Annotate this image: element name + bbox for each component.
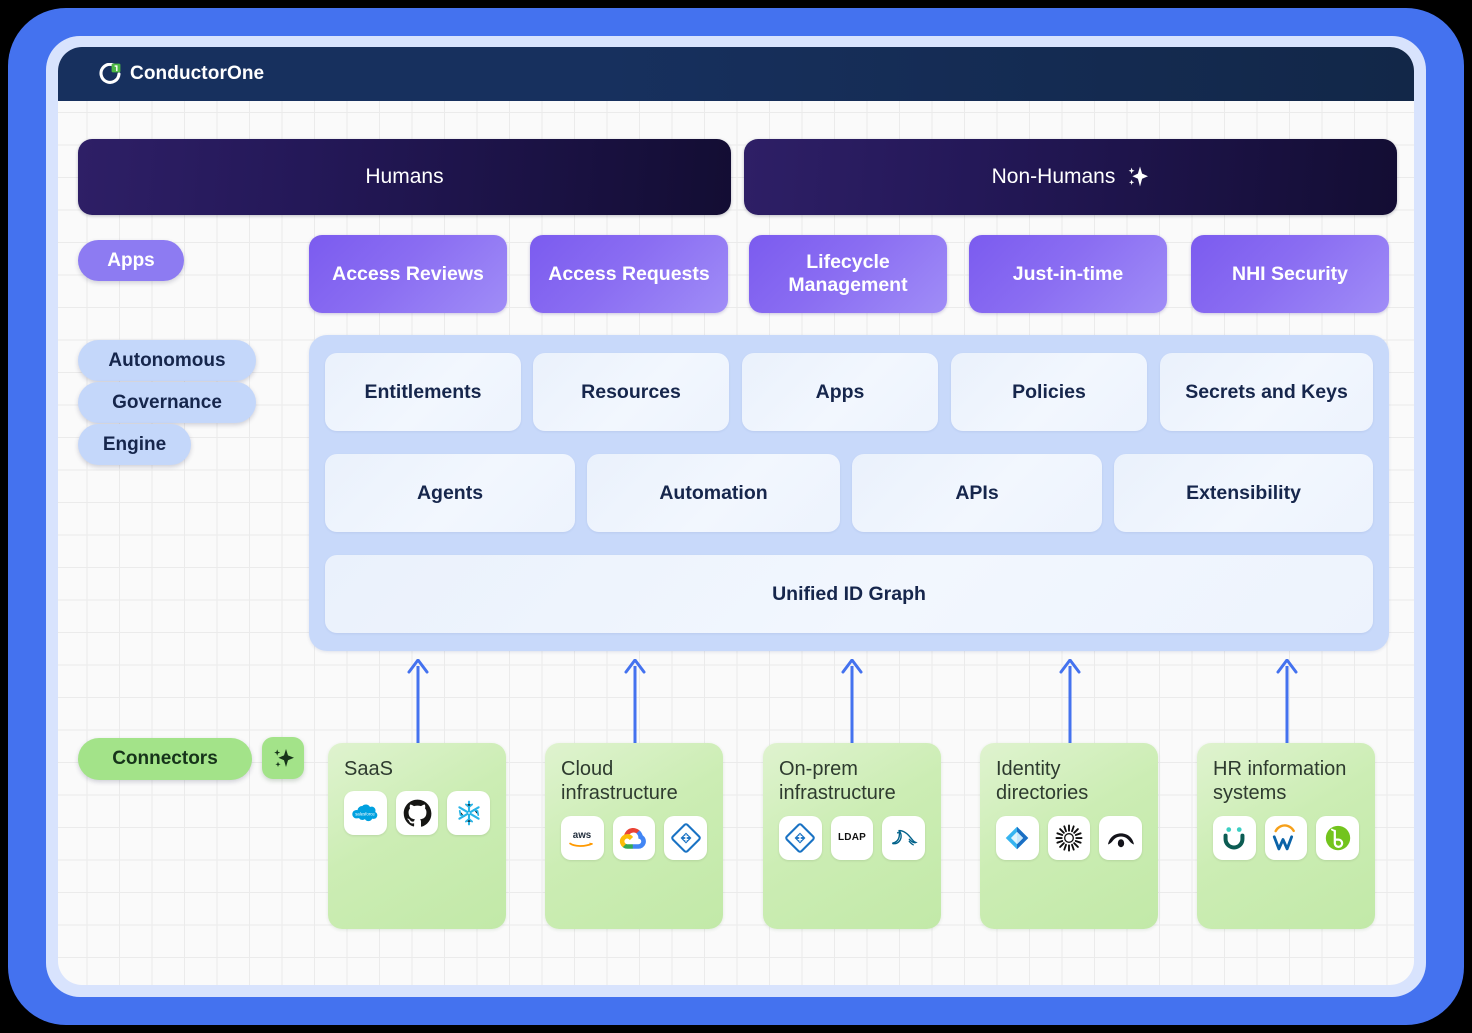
mysql-logo-icon — [882, 815, 926, 860]
engine-card-resources[interactable]: Resources — [533, 353, 729, 431]
persona-bar-non-humans: Non-Humans — [744, 139, 1397, 215]
brand-logo: ConductorOne — [99, 63, 264, 85]
ping-identity-logo-icon — [1099, 815, 1143, 860]
svg-text:salesforce: salesforce — [356, 812, 376, 817]
diagram-canvas: ConductorOne Humans Non-Humans — [58, 47, 1414, 985]
snowflake-logo-icon — [447, 791, 491, 836]
persona-bar-humans: Humans — [78, 139, 731, 215]
salesforce-logo-icon: salesforce — [344, 791, 387, 836]
brand-name: ConductorOne — [130, 63, 265, 84]
connector-card-title: Cloud infrastructure — [561, 758, 678, 805]
persona-label: Humans — [365, 165, 444, 188]
connector-card-title: Identity directories — [996, 758, 1089, 805]
section-pill-apps: Apps — [78, 240, 184, 281]
app-card-lifecycle-management[interactable]: Lifecycle Management — [749, 235, 947, 313]
connector-card-on-prem-infrastructure[interactable]: On-prem infrastructure LDAP — [763, 743, 941, 929]
app-card-access-requests[interactable]: Access Requests — [530, 235, 728, 313]
engine-card-label: Extensibility — [1186, 481, 1301, 504]
github-logo-icon — [395, 791, 439, 836]
connector-card-identity-directories[interactable]: Identity directories — [980, 743, 1158, 929]
engine-card-label: Unified ID Graph — [772, 582, 926, 605]
app-card-just-in-time[interactable]: Just-in-time — [969, 235, 1167, 313]
section-pill-autonomous: Autonomous — [78, 340, 256, 381]
section-pill-connectors: Connectors — [78, 738, 252, 780]
google-cloud-logo-icon — [612, 815, 656, 860]
connector-logo-row — [1213, 815, 1360, 860]
connector-arrow-cloud — [624, 659, 646, 743]
entra-id-logo-icon — [996, 815, 1039, 860]
engine-card-label: Resources — [581, 380, 681, 403]
app-card-label: NHI Security — [1232, 262, 1348, 285]
connector-arrow-hr — [1276, 659, 1298, 743]
connector-card-title: On-prem infrastructure — [779, 758, 896, 805]
connector-arrow-onprem — [841, 659, 863, 743]
conductorone-logo-icon — [99, 63, 121, 85]
app-card-access-reviews[interactable]: Access Reviews — [309, 235, 507, 313]
connector-card-title: HR information systems — [1213, 758, 1347, 805]
persona-label: Non-Humans — [991, 165, 1116, 188]
section-pill-label: Governance — [112, 391, 222, 413]
connector-card-saas[interactable]: SaaS salesforce — [328, 743, 506, 929]
connector-card-cloud-infrastructure[interactable]: Cloud infrastructure aws — [545, 743, 723, 929]
app-card-label: Access Reviews — [332, 262, 484, 285]
engine-card-apis[interactable]: APIs — [852, 454, 1102, 532]
app-card-label: Lifecycle Management — [788, 251, 908, 296]
app-card-label: Just-in-time — [1012, 262, 1124, 285]
engine-card-secrets-and-keys[interactable]: Secrets and Keys — [1160, 353, 1373, 431]
engine-card-label: APIs — [955, 481, 999, 504]
engine-card-label: Policies — [1012, 380, 1086, 403]
sparkles-icon — [262, 737, 304, 779]
active-directory-logo-icon — [779, 815, 822, 860]
engine-card-automation[interactable]: Automation — [587, 454, 840, 532]
connector-logo-row: aws — [561, 815, 708, 860]
engine-card-apps[interactable]: Apps — [742, 353, 938, 431]
engine-card-label: Automation — [659, 481, 768, 504]
engine-card-label: Agents — [416, 481, 484, 504]
engine-card-extensibility[interactable]: Extensibility — [1114, 454, 1373, 532]
section-pill-label: Apps — [107, 249, 155, 271]
app-card-nhi-security[interactable]: NHI Security — [1191, 235, 1389, 313]
autonomous-governance-engine-panel: Entitlements Resources Apps Policies Sec… — [309, 335, 1389, 651]
engine-card-label: Entitlements — [364, 380, 482, 403]
connector-arrow-saas — [407, 659, 429, 743]
aws-logo-icon: aws — [561, 815, 604, 860]
section-pill-governance: Governance — [78, 382, 256, 423]
diagram-frame: ConductorOne Humans Non-Humans — [10, 10, 1462, 1023]
okta-logo-icon — [1047, 815, 1091, 860]
connector-logo-row: LDAP — [779, 815, 926, 860]
section-pill-engine: Engine — [78, 424, 191, 465]
svg-text:aws: aws — [573, 830, 592, 841]
diagram-frame-inner: ConductorOne Humans Non-Humans — [46, 36, 1426, 997]
engine-card-unified-id-graph[interactable]: Unified ID Graph — [325, 555, 1373, 633]
connector-card-title: SaaS — [344, 758, 393, 780]
section-pill-label: Autonomous — [108, 349, 226, 371]
engine-card-policies[interactable]: Policies — [951, 353, 1147, 431]
engine-card-agents[interactable]: Agents — [325, 454, 575, 532]
section-pill-label: Engine — [102, 433, 167, 455]
engine-card-entitlements[interactable]: Entitlements — [325, 353, 521, 431]
ldap-logo-icon: LDAP — [830, 815, 874, 860]
engine-card-label: Secrets and Keys — [1185, 380, 1348, 403]
bamboohr-logo-icon — [1316, 815, 1360, 860]
workday-logo-icon — [1264, 815, 1308, 860]
azure-ad-logo-icon — [664, 815, 708, 860]
sparkle-icon — [1125, 164, 1149, 190]
connector-logo-row — [996, 815, 1143, 860]
section-pill-label: Connectors — [112, 748, 218, 769]
app-card-label: Access Requests — [548, 262, 710, 285]
connector-arrow-identity — [1059, 659, 1081, 743]
connector-card-hr-information-systems[interactable]: HR information systems — [1197, 743, 1375, 929]
app-header: ConductorOne — [58, 47, 1414, 101]
ldap-label: LDAP — [837, 832, 867, 844]
connector-logo-row: salesforce — [344, 791, 491, 836]
engine-card-label: Apps — [815, 380, 865, 403]
rippling-logo-icon — [1213, 815, 1256, 860]
